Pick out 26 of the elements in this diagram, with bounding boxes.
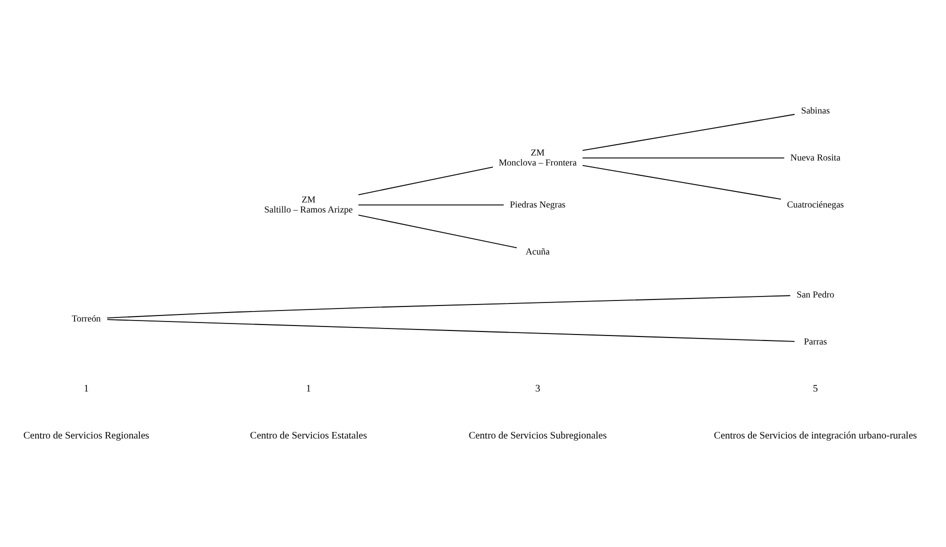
connector xyxy=(358,204,504,206)
connector xyxy=(582,157,785,158)
label: 1 xyxy=(84,384,89,395)
node-text: Sabinas xyxy=(801,105,830,116)
label: Centro de Servicios Regionales xyxy=(23,430,150,442)
label: Centros de Servicios de integración urbano-rurales xyxy=(714,430,917,442)
label: 5 xyxy=(812,384,818,395)
connector xyxy=(582,164,782,200)
node-text: Acuña xyxy=(526,246,550,256)
node-text: Nueva Rosita xyxy=(790,152,840,162)
connector xyxy=(106,319,795,342)
connector xyxy=(582,114,796,151)
connector xyxy=(106,295,791,318)
node-text: Parras xyxy=(804,336,827,346)
node-text: ZM Saltillo – Ramos Arizpe xyxy=(264,194,353,214)
connector xyxy=(358,214,518,248)
label: 1 xyxy=(306,384,312,395)
node-text: ZM Monclova – Frontera xyxy=(498,147,577,168)
label: Centro de Servicios Estatales xyxy=(250,430,367,442)
label: 3 xyxy=(535,384,540,395)
node-text: San Pedro xyxy=(796,289,834,300)
node-text: Torreón xyxy=(72,313,101,324)
node-text: Cuatrociénegas xyxy=(786,199,844,210)
node-text: Piedras Negras xyxy=(510,199,566,210)
connector xyxy=(358,166,494,196)
label: Centro de Servicios Subregionales xyxy=(468,430,607,442)
